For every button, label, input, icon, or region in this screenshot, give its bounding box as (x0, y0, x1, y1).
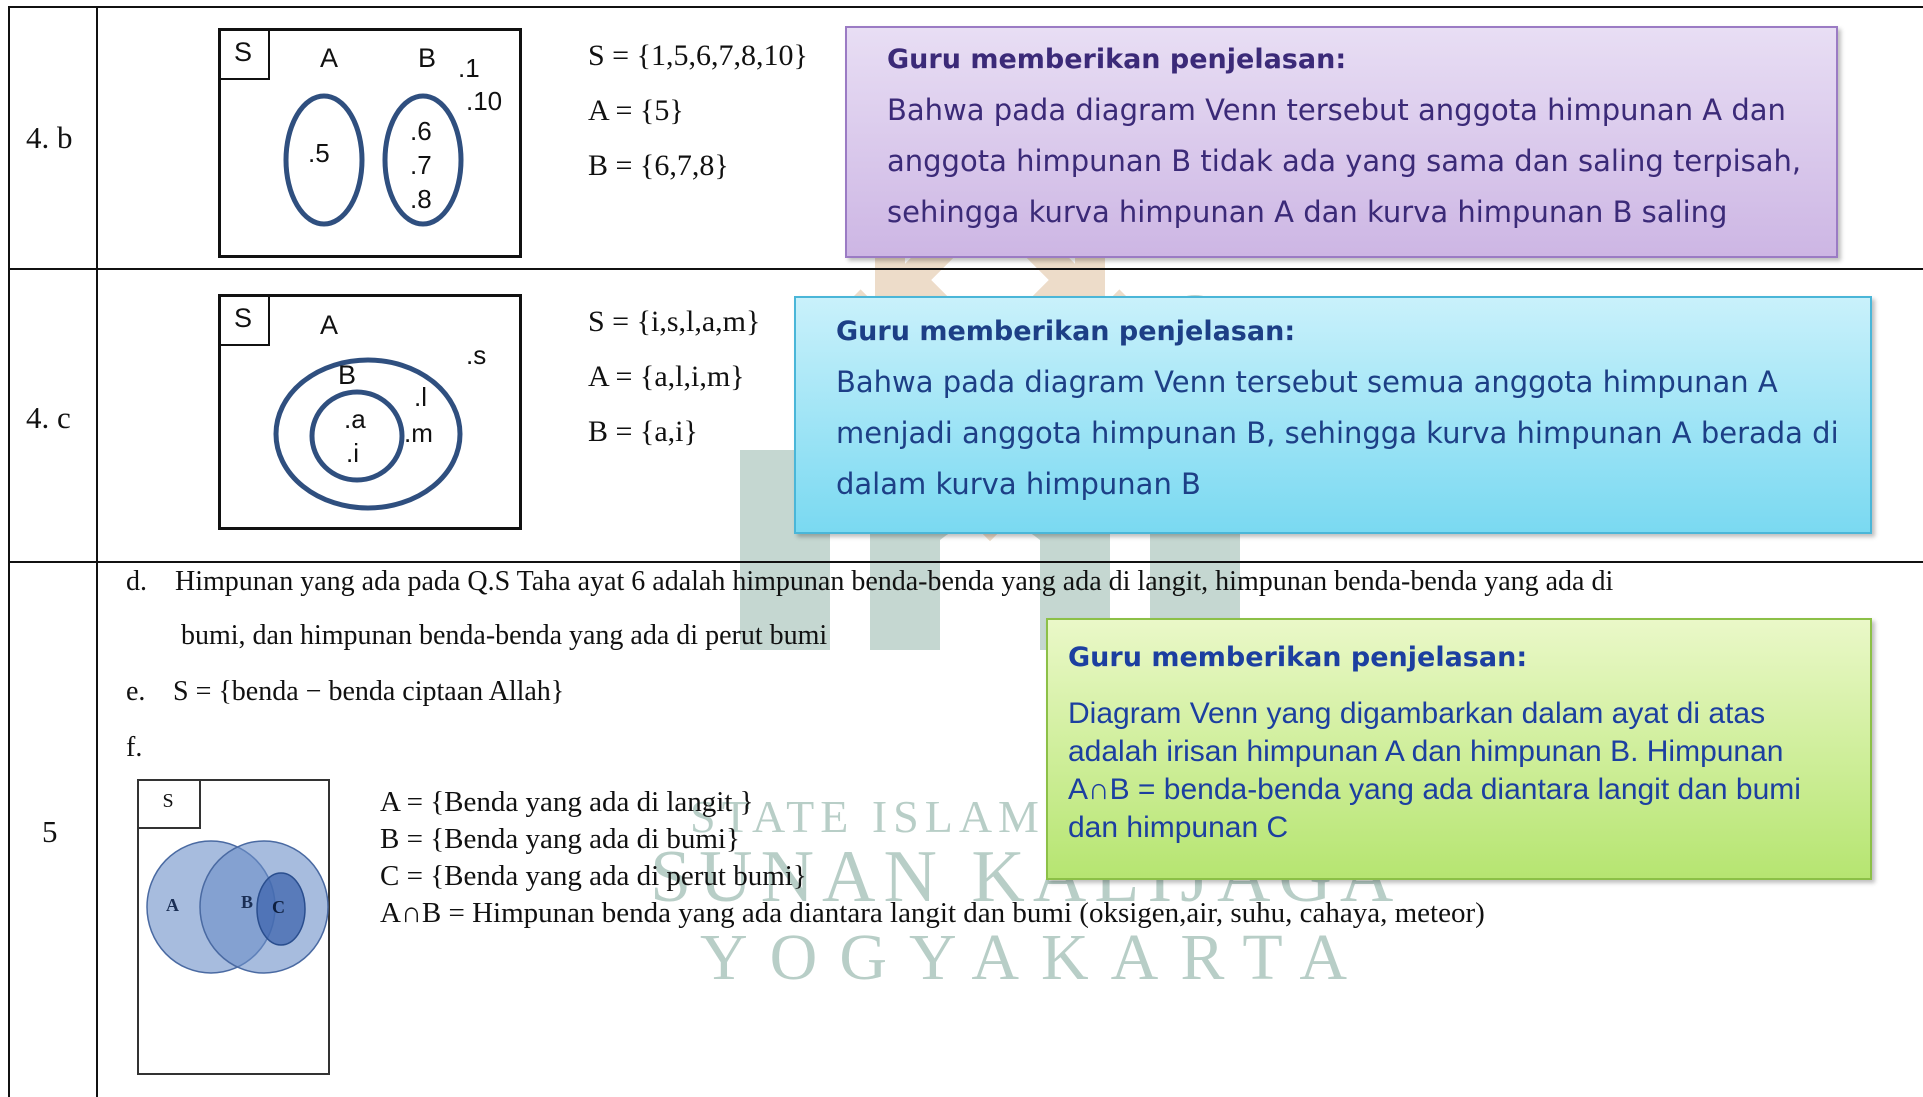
set-definition: C = {Benda yang ada di perut bumi} (380, 860, 807, 892)
set-definition: A∩B = Himpunan benda yang ada diantara l… (380, 897, 1485, 929)
element-outside: .s (466, 340, 487, 370)
set-a-label: A (320, 310, 339, 340)
venn-diagram-subset: S A B .s .l .m .a .i (218, 294, 522, 530)
teacher-explanation-callout: Guru memberikan penjelasan: Diagram Venn… (1046, 618, 1872, 880)
set-definition: B = {Benda yang ada di bumi} (380, 823, 740, 855)
element-in-b: .8 (410, 184, 432, 214)
element-in-a: .5 (308, 138, 330, 168)
set-b-label: B (418, 43, 437, 73)
element-in-b: .6 (410, 116, 432, 146)
watermark-text-3: YOGYAKARTA (700, 921, 1370, 994)
set-b-label: B (338, 360, 357, 390)
element-in-a: .m (404, 418, 433, 448)
universe-label: S (218, 28, 270, 80)
element-in-b: .a (344, 404, 366, 434)
row-label: 4. b (26, 120, 73, 155)
row-label: 5 (42, 814, 58, 849)
set-definition: B = {6,7,8} (588, 149, 729, 182)
table-rule-top (8, 6, 1923, 8)
callout-title: Guru memberikan penjelasan: (887, 44, 1347, 75)
set-definition: S = {i,s,l,a,m} (588, 305, 761, 338)
paragraph-d-line2: bumi, dan himpunan benda-benda yang ada … (181, 620, 828, 651)
universal-set-text: S = {benda − benda ciptaan Allah} (173, 676, 565, 707)
table-rule-col (96, 6, 98, 1097)
venn-diagram-intersection: S A B C (137, 779, 330, 1075)
set-definition: B = {a,i} (588, 415, 698, 448)
item-marker: d. (126, 566, 147, 597)
teacher-explanation-callout: Guru memberikan penjelasan: Bahwa pada d… (845, 26, 1838, 258)
set-a-label: A (320, 43, 339, 73)
element-in-b: .7 (410, 150, 432, 180)
row-label: 4. c (26, 400, 71, 435)
set-definition: A = {5} (588, 94, 684, 127)
set-definition: A = {Benda yang ada di langit } (380, 786, 754, 818)
item-marker: e. (126, 676, 146, 707)
teacher-explanation-callout: Guru memberikan penjelasan: Bahwa pada d… (794, 296, 1872, 534)
callout-title: Guru memberikan penjelasan: (1068, 642, 1528, 673)
element-outside: .10 (466, 86, 503, 116)
paragraph-d-line1: Himpunan yang ada pada Q.S Taha ayat 6 a… (175, 566, 1614, 597)
callout-body: Diagram Venn yang digambarkan dalam ayat… (1068, 697, 1801, 844)
table-rule-row2 (8, 561, 1923, 563)
element-in-a: .l (414, 382, 427, 412)
element-in-b: .i (346, 438, 359, 468)
item-marker: f. (126, 732, 143, 763)
universe-label: S (137, 779, 201, 829)
element-outside: .1 (458, 53, 480, 83)
table-rule-left (8, 6, 10, 1097)
set-c-label: C (272, 897, 285, 917)
callout-title: Guru memberikan penjelasan: (836, 316, 1296, 347)
table-rule-row1 (8, 268, 1923, 270)
callout-body: Bahwa pada diagram Venn tersebut semua a… (836, 365, 1839, 501)
set-a-label: A (166, 895, 179, 915)
set-definition: A = {a,l,i,m} (588, 360, 745, 393)
callout-body: Bahwa pada diagram Venn tersebut anggota… (887, 93, 1802, 229)
universe-label: S (218, 294, 270, 346)
set-b-label: B (241, 892, 254, 912)
set-definition: S = {1,5,6,7,8,10} (588, 39, 808, 72)
venn-diagram-disjoint: S A B .1 .10 .5 .6 .7 .8 (218, 28, 522, 258)
